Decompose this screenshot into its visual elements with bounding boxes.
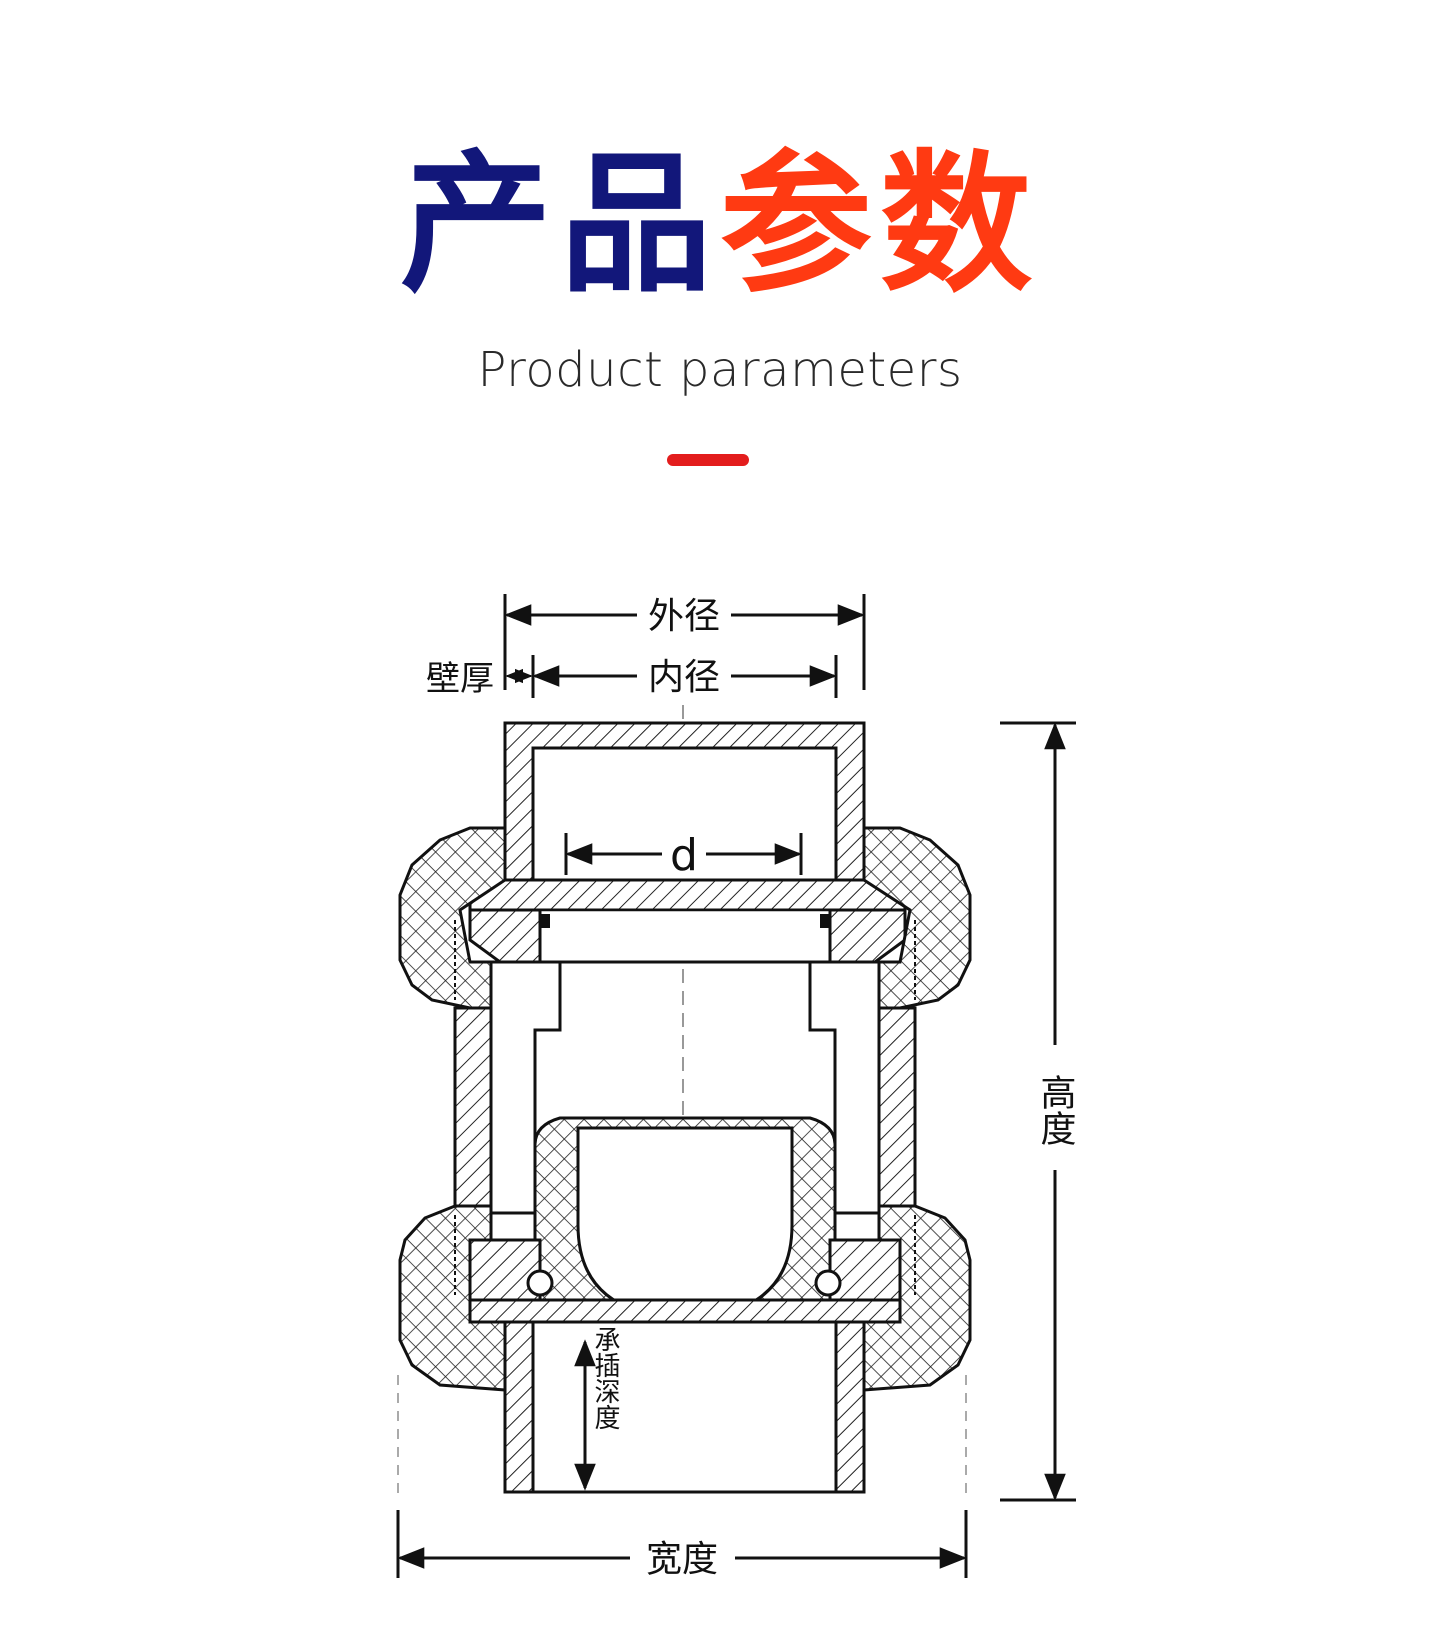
dim-width: 宽度	[396, 1510, 968, 1580]
bottom-socket	[503, 1320, 866, 1494]
dim-outer-diameter: 外径	[503, 594, 866, 690]
dim-d: d	[564, 830, 803, 881]
label-wall-thickness: 壁厚	[426, 659, 494, 699]
decorative-divider	[667, 454, 749, 466]
label-height: 高度	[1035, 1074, 1076, 1146]
dim-height: 高度	[1000, 721, 1076, 1502]
divider-bar	[667, 454, 749, 466]
label-inner-diameter: 内径	[648, 657, 720, 698]
label-outer-diameter: 外径	[648, 596, 720, 637]
dim-inner-diameter: 内径	[531, 655, 838, 698]
label-d: d	[670, 830, 698, 881]
bottom-union-nut	[398, 1204, 972, 1392]
title-part-product: 产品	[400, 136, 720, 313]
body-wall	[453, 960, 917, 1215]
top-union-nut	[398, 826, 972, 1010]
title-part-parameters: 参数	[720, 136, 1040, 313]
top-socket	[468, 721, 907, 964]
dim-socket-depth: 承插深度	[574, 1326, 620, 1491]
page-subtitle: Product parameters	[477, 342, 963, 398]
page-title: 产品参数	[0, 130, 1440, 320]
page-header: 产品参数 Product parameters	[0, 0, 1440, 480]
label-socket-depth: 承插深度	[590, 1326, 620, 1430]
dim-wall-thickness: 壁厚	[426, 659, 533, 699]
label-width: 宽度	[646, 1539, 718, 1580]
